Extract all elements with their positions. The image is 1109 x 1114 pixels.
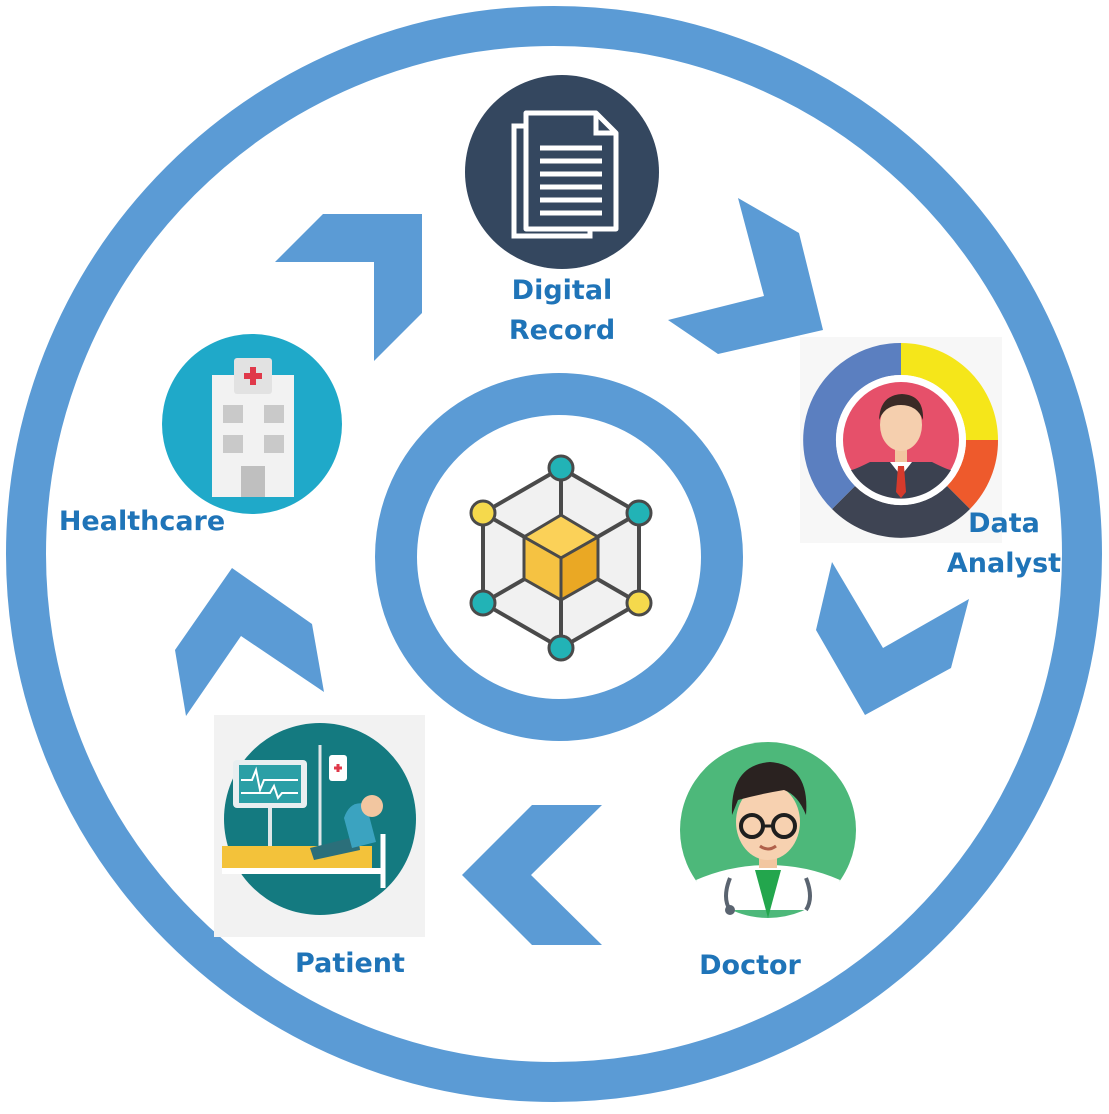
arrow-doctor-to-patient <box>462 805 602 945</box>
healthcare-label: Healthcare <box>52 502 232 542</box>
healthcare-label-text: Healthcare <box>58 506 226 537</box>
arrow-patient-to-healthcare <box>175 568 324 716</box>
data-analyst-label-line2: Analyst <box>946 548 1062 579</box>
doctor-icon <box>680 742 856 918</box>
doctor-label: Doctor <box>680 946 820 986</box>
patient-icon <box>214 715 425 937</box>
patient-label: Patient <box>280 944 420 984</box>
document-icon <box>465 75 659 269</box>
digital-record-label-line1: Digital <box>511 275 613 306</box>
data-analyst-label-line1: Data <box>968 508 1040 539</box>
doctor-label-text: Doctor <box>699 950 801 981</box>
hospital-icon <box>162 334 342 514</box>
patient-label-text: Patient <box>295 948 405 979</box>
arrow-analyst-to-doctor <box>816 562 969 715</box>
data-analyst-label: Data Analyst <box>935 504 1073 584</box>
analyst-icon <box>800 337 1002 543</box>
outer-ring <box>6 6 1102 1102</box>
arrow-record-to-analyst <box>668 198 823 354</box>
blockchain-cube-icon <box>469 454 653 662</box>
digital-record-label: Digital Record <box>472 271 652 351</box>
arrow-healthcare-to-record <box>275 214 422 361</box>
digital-record-label-line2: Record <box>508 315 616 346</box>
flow-arrows <box>175 198 969 945</box>
